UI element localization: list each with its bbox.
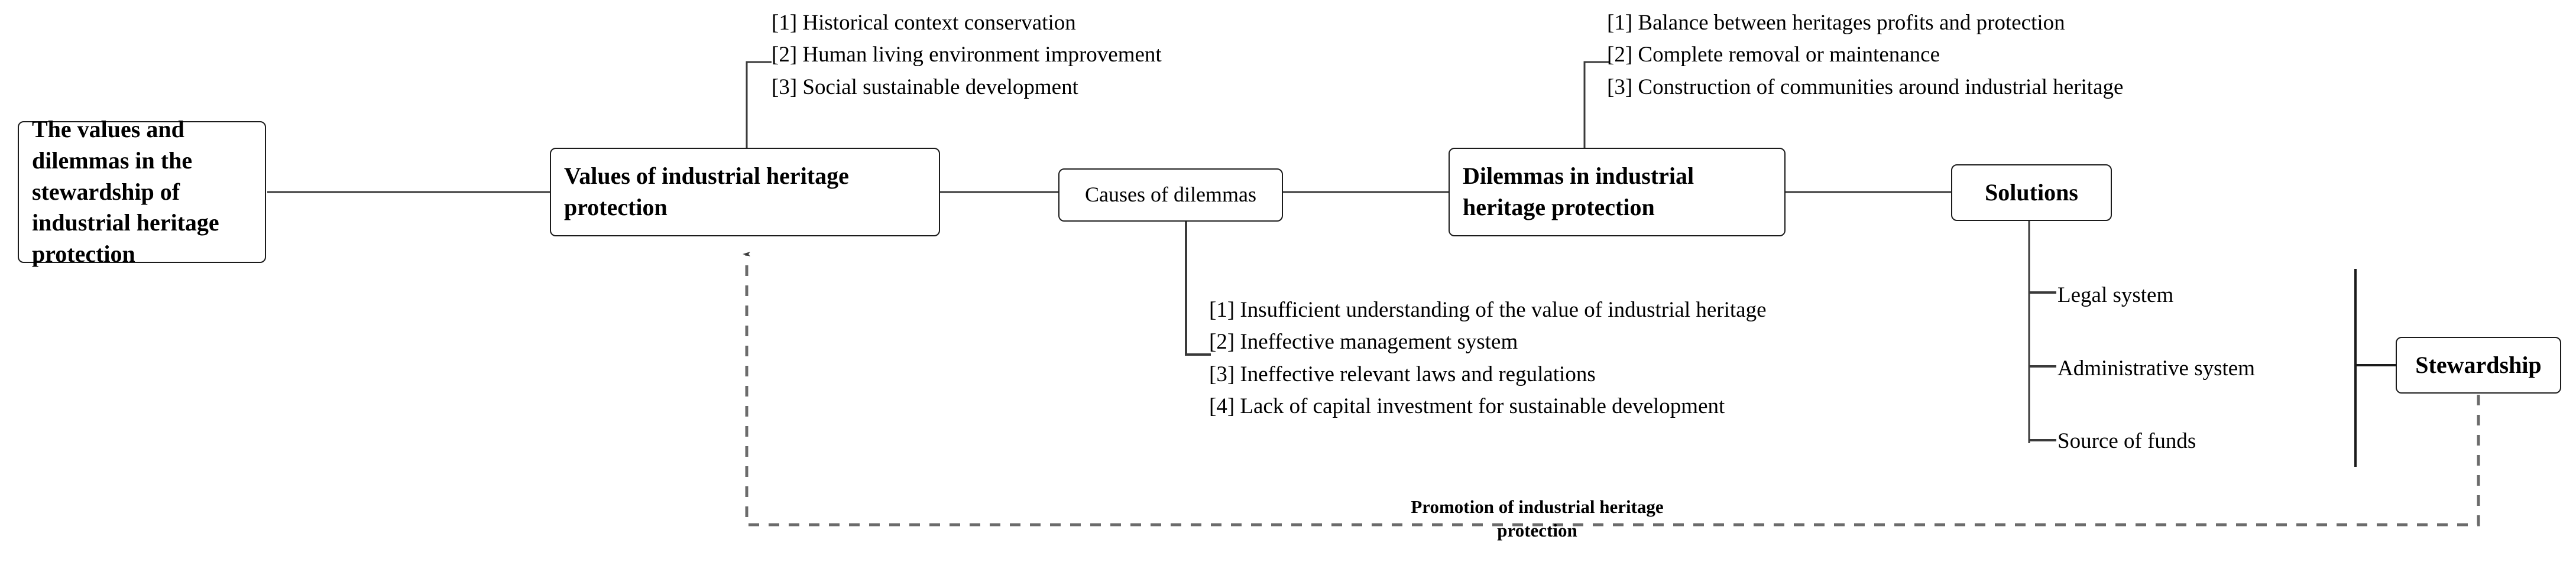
node-values[interactable]: Values of industrial heritage protection [550,148,940,236]
list-item: [2] Ineffective management system [1209,330,1518,355]
node-root-topic[interactable]: The values and dilemmas in the stewardsh… [18,116,266,267]
list-item: [2] Complete removal or maintenance [1607,43,1940,67]
list-item: [1] Balance between heritages profits an… [1607,11,2065,35]
leaf-legal-system: Legal system [2057,283,2174,307]
leaf-source-of-funds: Source of funds [2057,429,2196,453]
feedback-loop-label: Promotion of industrial heritage protect… [1411,496,1664,541]
node-solutions[interactable]: Solutions [1951,164,2112,221]
node-causes-of-dilemmas[interactable]: Causes of dilemmas [1058,168,1283,222]
node-stewardship-label: Stewardship [2415,351,2542,378]
bracket-dilemmas-list [1583,61,1609,148]
node-solutions-label: Solutions [1985,178,2078,206]
list-item: [3] Construction of communities around i… [1607,74,2124,99]
bracket-values-list [746,61,772,148]
list-item: [3] Social sustainable development [772,74,1078,99]
node-values-label: Values of industrial heritage protection [564,162,849,220]
node-dilemmas[interactable]: Dilemmas in industrial heritage protecti… [1449,148,1786,236]
list-item: [1] Historical context conservation [772,11,1076,35]
bracket-causes-list [1185,222,1211,356]
node-root-topic-label: The values and dilemmas in the stewardsh… [32,116,219,268]
node-dilemmas-label: Dilemmas in industrial heritage protecti… [1463,162,1694,220]
list-item: [1] Insufficient understanding of the va… [1209,298,1767,322]
list-values-items: [1] Historical context conservation [2] … [772,7,1162,103]
leaf-administrative-system: Administrative system [2057,356,2255,381]
list-item: [4] Lack of capital investment for susta… [1209,394,1725,419]
list-item: [3] Ineffective relevant laws and regula… [1209,362,1596,386]
list-causes-items: [1] Insufficient understanding of the va… [1209,294,1767,423]
node-stewardship[interactable]: Stewardship [2396,337,2561,394]
list-dilemmas-items: [1] Balance between heritages profits an… [1607,7,2123,103]
list-item: [2] Human living environment improvement [772,43,1162,67]
node-causes-label: Causes of dilemmas [1085,183,1256,207]
